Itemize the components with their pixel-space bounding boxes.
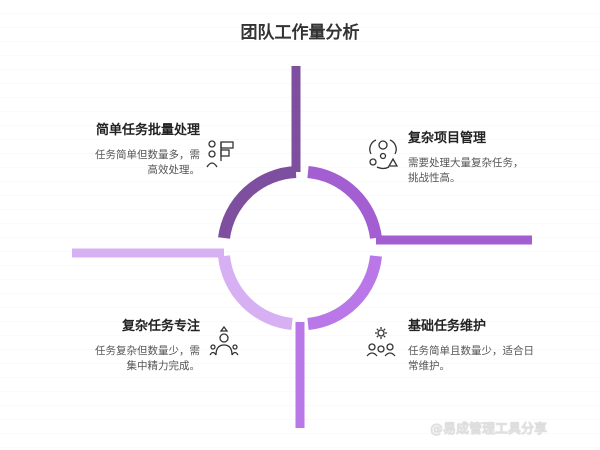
quadrant-description: 需要处理大量复杂任务，挑战性高。: [408, 157, 524, 184]
quadrant-title: 基础任务维护: [408, 319, 487, 334]
batch-process-icon: [206, 140, 234, 168]
quadrant-top-left: 简单任务批量处理 任务简单但数量多，需高效处理。: [92, 122, 200, 178]
team-network-icon: [369, 139, 399, 170]
quadrant-description: 任务简单且数量少，适合日常维护。: [408, 345, 534, 372]
quadrant-top-right: 复杂项目管理 需要处理大量复杂任务，挑战性高。: [408, 130, 528, 186]
quadrant-description: 任务复杂但数量少，需集中精力完成。: [95, 345, 200, 372]
quadrant-bottom-right: 基础任务维护 任务简单且数量少，适合日常维护。: [408, 318, 534, 374]
quadrant-bottom-right-shape: [295, 255, 382, 428]
quadrant-top-left-shape: [218, 66, 301, 239]
maintenance-gear-icon: [366, 327, 396, 357]
quadrant-bottom-left: 复杂任务专注 任务复杂但数量少，需集中精力完成。: [88, 318, 200, 374]
quadrant-title: 简单任务批量处理: [95, 123, 200, 138]
quadrant-top-right-shape: [307, 166, 532, 245]
quadrant-title: 复杂任务专注: [121, 319, 200, 334]
focused-person-icon: [209, 325, 239, 356]
page-title: 团队工作量分析: [240, 23, 360, 43]
quadrant-title: 复杂项目管理: [408, 131, 487, 146]
quadrant-bottom-left-shape: [72, 248, 293, 330]
quadrant-description: 任务简单但数量多，需高效处理。: [95, 149, 200, 176]
watermark: @易成管理工具分享: [430, 422, 548, 437]
